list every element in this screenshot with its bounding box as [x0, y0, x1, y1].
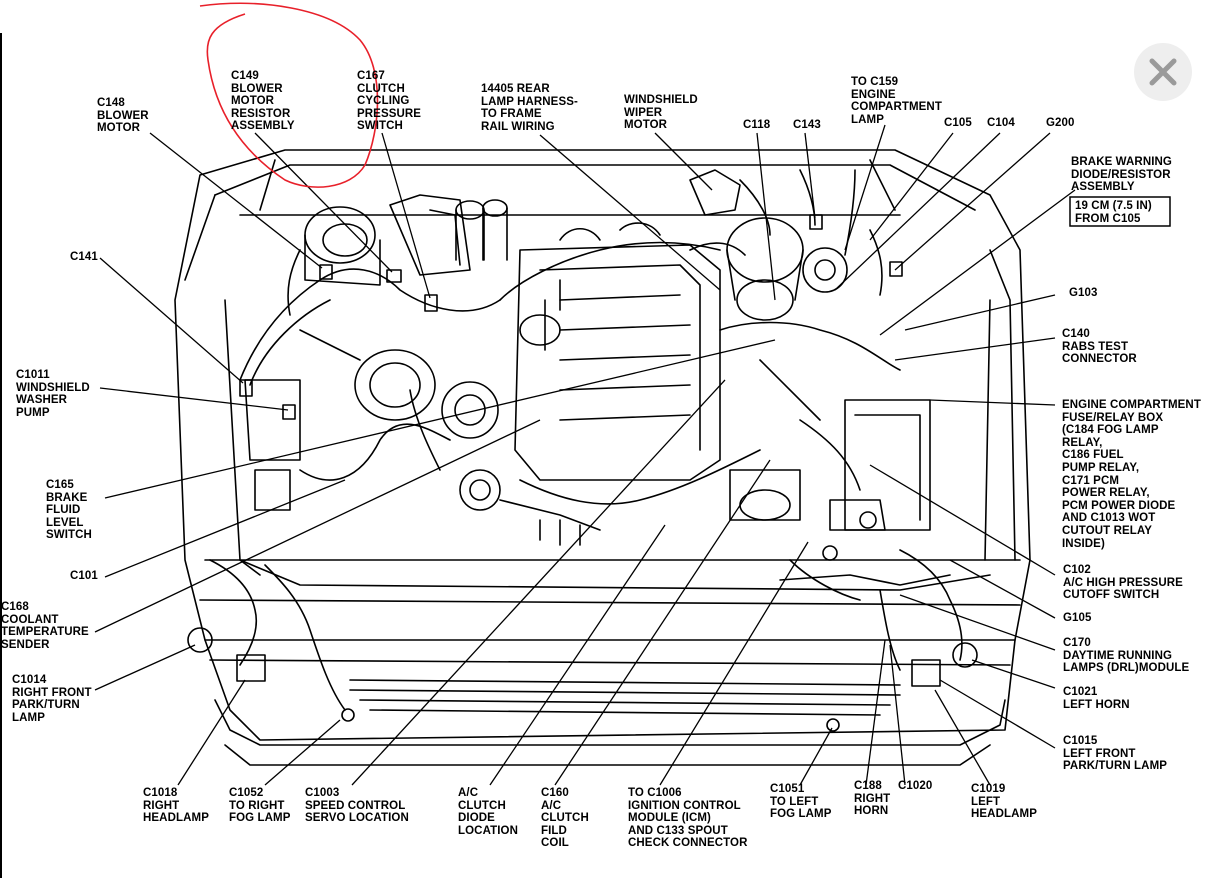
leader-lines — [94, 124, 1076, 786]
intake-manifold — [514, 244, 721, 481]
page-left-border — [0, 33, 2, 878]
fuse-box — [844, 399, 931, 531]
red-annotation-circle — [199, 2, 379, 188]
grille — [349, 679, 901, 686]
close-icon — [1149, 58, 1177, 86]
brake-distance-box — [1069, 196, 1171, 227]
hood-outline — [174, 149, 1031, 741]
washer-reservoir — [244, 379, 301, 461]
bumper — [214, 699, 1006, 746]
close-button[interactable] — [1134, 43, 1192, 101]
